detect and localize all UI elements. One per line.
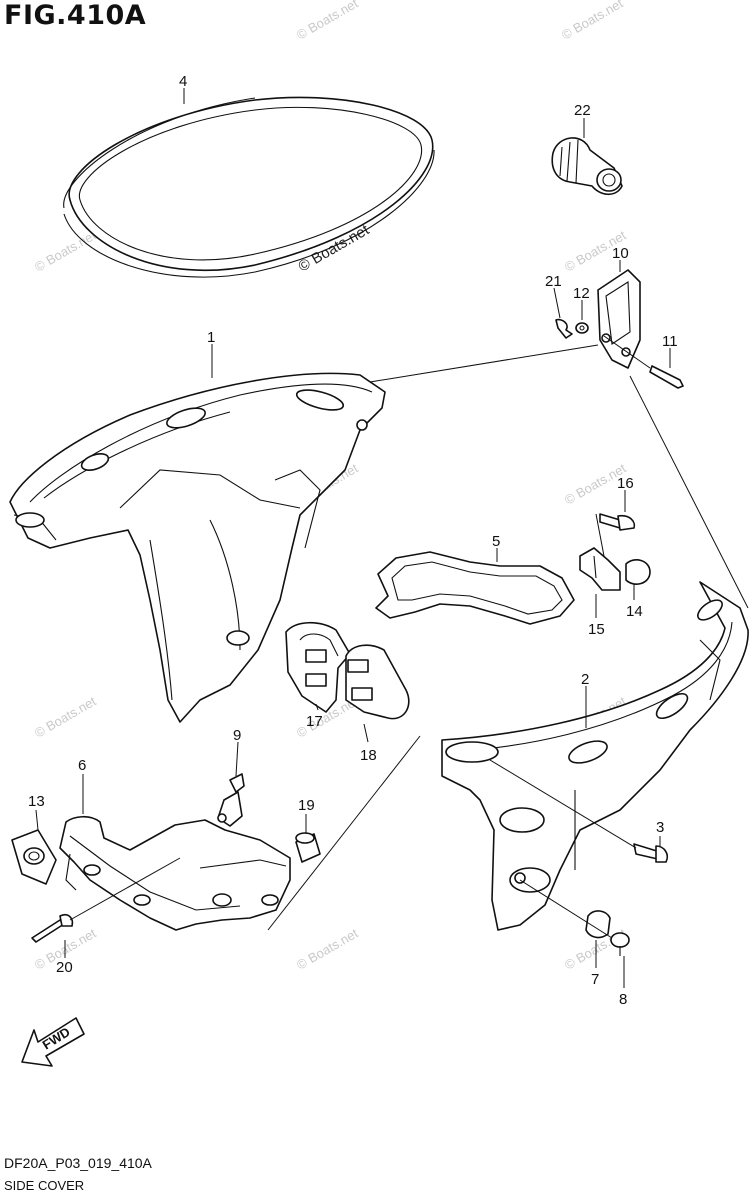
callout-12: 12: [573, 285, 590, 302]
part-4-seal[interactable]: [63, 96, 435, 278]
callouts: 4 22 10 21 12 11 1 16 5 14 15 2 17 18 9 …: [28, 73, 678, 1008]
callout-21: 21: [545, 273, 562, 290]
callout-15: 15: [588, 621, 605, 638]
callout-1: 1: [207, 329, 215, 346]
part-7-grommet[interactable]: [585, 910, 611, 939]
callout-9: 9: [233, 727, 241, 744]
callout-14: 14: [626, 603, 643, 620]
callout-6: 6: [78, 757, 86, 774]
callout-3: 3: [656, 819, 664, 836]
part-9-plate[interactable]: [217, 773, 245, 827]
watermark: © Boats.net: [32, 227, 99, 274]
part-15-bracket-small[interactable]: [579, 547, 621, 591]
figure-name: SIDE COVER: [4, 1178, 85, 1193]
part-6-lower-cover[interactable]: [59, 815, 291, 931]
callout-5: 5: [492, 533, 500, 550]
part-10-bracket[interactable]: [597, 269, 641, 369]
part-12-washer[interactable]: [575, 322, 589, 334]
watermark: © Boats.net: [559, 0, 626, 43]
callout-20: 20: [56, 959, 73, 976]
part-13-pad[interactable]: [11, 829, 57, 885]
part-11-pin[interactable]: [649, 365, 684, 389]
callout-4: 4: [179, 73, 187, 90]
watermark: © Boats.net: [294, 0, 361, 43]
callout-16: 16: [617, 475, 634, 492]
part-3-bolt[interactable]: [633, 843, 669, 863]
callout-17: 17: [306, 713, 323, 730]
leader-lines: [35, 88, 749, 988]
callout-7: 7: [591, 971, 599, 988]
callout-22: 22: [574, 102, 591, 119]
callout-8: 8: [619, 991, 627, 1008]
part-1-side-cover-port[interactable]: [9, 372, 386, 723]
part-5-gasket[interactable]: [375, 551, 575, 625]
watermark: © Boats.net: [294, 925, 361, 972]
part-14-cap[interactable]: [625, 559, 651, 585]
callout-11: 11: [662, 333, 678, 350]
watermark: © Boats.net: [32, 693, 99, 740]
part-2-side-cover-stbd[interactable]: [441, 581, 749, 931]
callout-10: 10: [612, 245, 629, 262]
part-18-seal-lower[interactable]: [345, 644, 410, 720]
part-22-grommet[interactable]: [551, 137, 623, 196]
part-21-clip[interactable]: [555, 318, 573, 339]
callout-2: 2: [581, 671, 589, 688]
part-19-collar[interactable]: [295, 832, 321, 863]
figure-code: DF20A_P03_019_410A: [4, 1155, 152, 1171]
part-20-rivet[interactable]: [31, 913, 74, 943]
fwd-arrow: FWD: [21, 1017, 85, 1067]
figure-title: FIG.410A: [4, 0, 147, 31]
part-17-seal-upper[interactable]: [285, 621, 351, 713]
part-16-bolt[interactable]: [599, 513, 636, 531]
callout-18: 18: [360, 747, 377, 764]
callout-13: 13: [28, 793, 45, 810]
callout-19: 19: [298, 797, 315, 814]
part-8-screw[interactable]: [610, 932, 630, 956]
